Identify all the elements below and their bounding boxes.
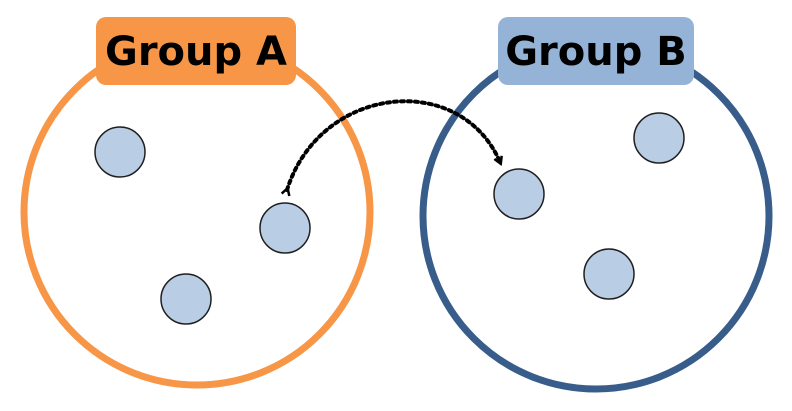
group-b-member bbox=[493, 168, 545, 220]
group-a-label: Group A bbox=[105, 29, 287, 75]
group-b-member bbox=[633, 112, 685, 164]
group-a-label-box bbox=[96, 17, 296, 85]
group-b-member bbox=[583, 248, 635, 300]
group-b: Group B bbox=[419, 17, 773, 393]
group-a-member bbox=[259, 202, 311, 254]
group-b-label: Group B bbox=[505, 29, 687, 75]
group-b-boundary bbox=[419, 39, 773, 393]
group-a-member bbox=[160, 273, 212, 325]
group-a: Group A bbox=[20, 17, 374, 389]
group-a-member bbox=[94, 126, 146, 178]
group-b-label-box bbox=[498, 17, 694, 85]
bidirectional-dotted-arrow bbox=[287, 99, 500, 190]
group-a-boundary bbox=[20, 35, 374, 389]
